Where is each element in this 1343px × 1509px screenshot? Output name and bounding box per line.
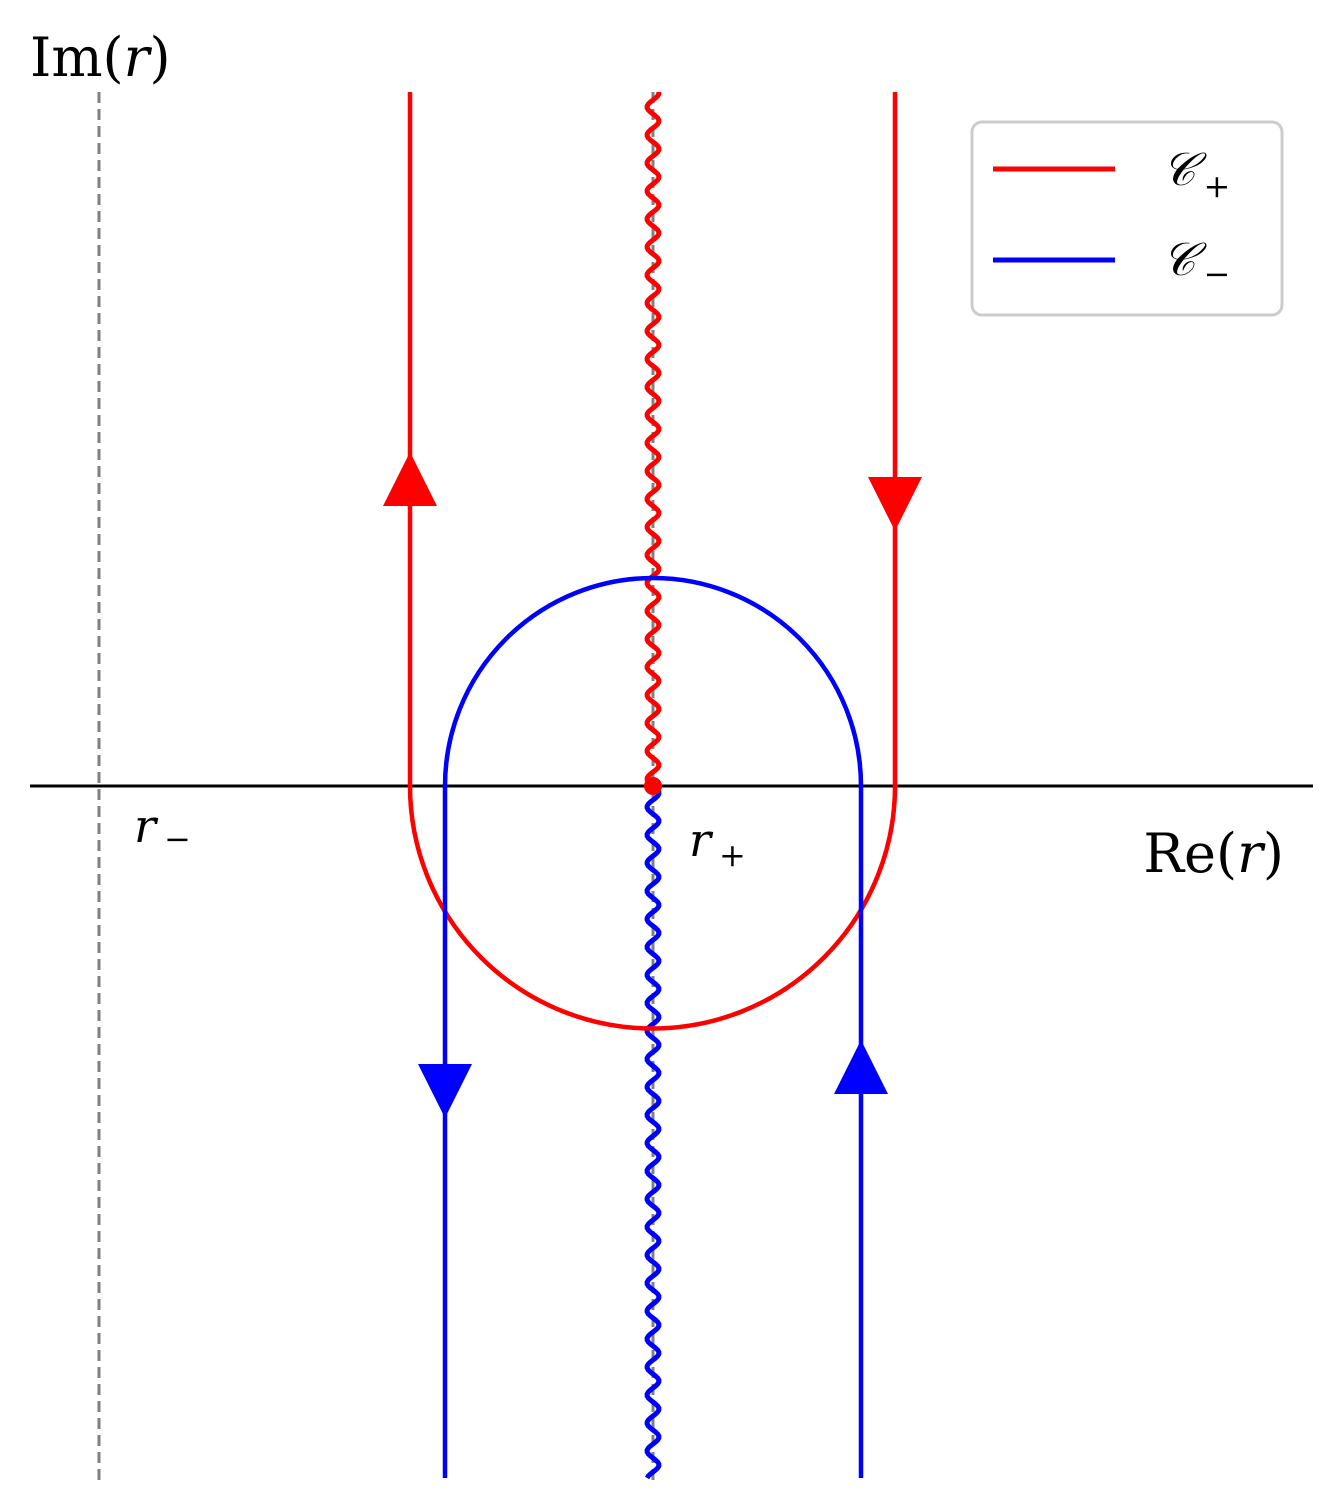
c-minus-arrow-up: [834, 1040, 888, 1094]
c-minus-arrow-down: [418, 1064, 472, 1118]
upper-branch-cut-wave: [644, 92, 662, 788]
r-plus-label: r+: [689, 813, 746, 874]
branch-point-marker: [644, 777, 662, 795]
legend: 𝒞+ 𝒞−: [970, 120, 1284, 317]
contour-c-minus: [442, 575, 864, 1478]
r-minus-label: r−: [134, 799, 191, 858]
x-axis-label: Re(r): [1143, 822, 1284, 885]
y-axis-label: Im(r): [30, 26, 171, 89]
contour-c-plus: [407, 92, 898, 1031]
lower-branch-cut-wave: [644, 784, 662, 1480]
legend-entry-c-minus: 𝒞−: [993, 232, 1230, 293]
c-plus-arrow-up: [383, 452, 437, 506]
legend-box: [970, 120, 1284, 317]
c-plus-arrow-down: [868, 477, 922, 531]
